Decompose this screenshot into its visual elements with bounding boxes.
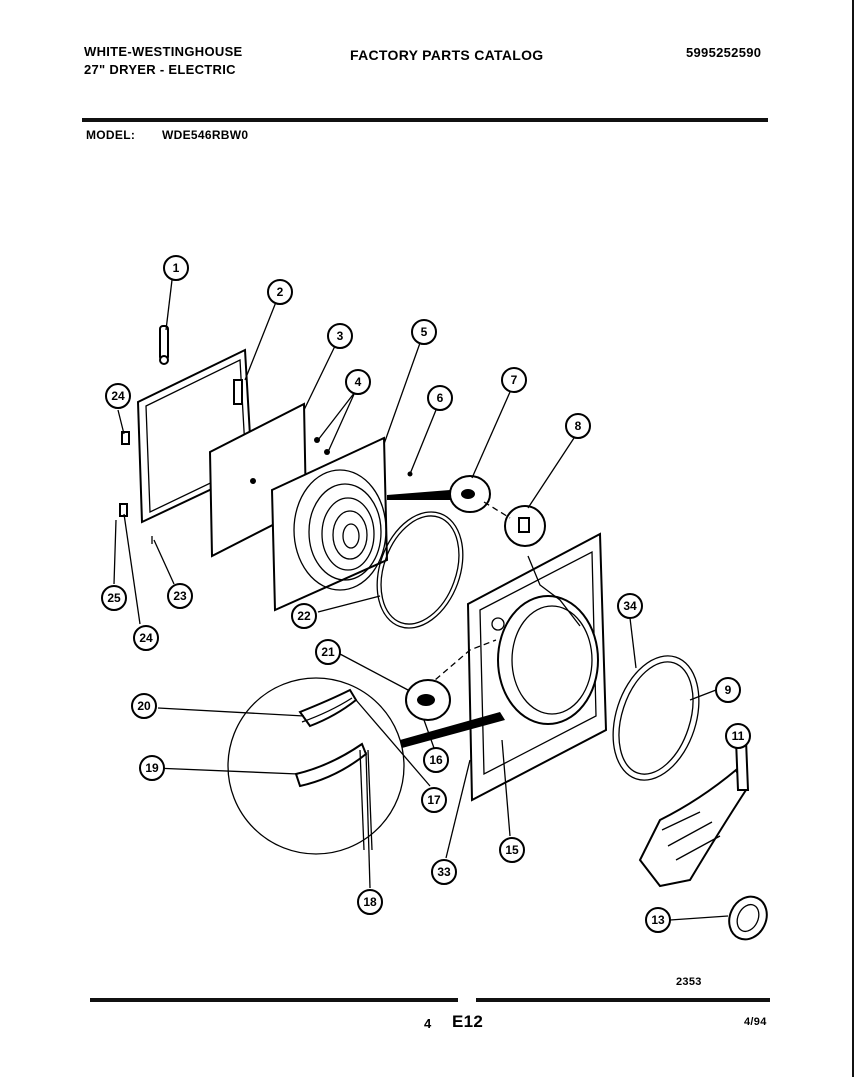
callout-24-top: 24 bbox=[105, 383, 131, 409]
model-label: MODEL: bbox=[86, 128, 136, 142]
callout-13: 13 bbox=[645, 907, 671, 933]
svg-text:19: 19 bbox=[145, 761, 159, 775]
callout-1: 1 bbox=[163, 255, 189, 281]
callout-23: 23 bbox=[167, 583, 193, 609]
svg-text:24: 24 bbox=[111, 389, 125, 403]
revision-date: 4/94 bbox=[744, 1016, 767, 1028]
drawing-number: 2353 bbox=[676, 976, 702, 988]
callout-6: 6 bbox=[427, 385, 453, 411]
callout-3: 3 bbox=[327, 323, 353, 349]
callout-22: 22 bbox=[291, 603, 317, 629]
svg-text:8: 8 bbox=[575, 419, 582, 433]
callout-2: 2 bbox=[267, 279, 293, 305]
svg-text:21: 21 bbox=[321, 645, 335, 659]
svg-text:2: 2 bbox=[277, 285, 284, 299]
page-number: 4 bbox=[424, 1016, 432, 1031]
callout-17: 17 bbox=[421, 787, 447, 813]
svg-text:13: 13 bbox=[651, 913, 665, 927]
footer-rule-left bbox=[90, 998, 458, 1002]
catalog-number: 5995252590 bbox=[686, 45, 762, 60]
svg-text:11: 11 bbox=[732, 729, 745, 743]
callout-33: 33 bbox=[431, 859, 457, 885]
header-rule bbox=[82, 118, 768, 122]
callout-5: 5 bbox=[411, 319, 437, 345]
detail-view bbox=[227, 677, 405, 855]
part-hinge-small-top bbox=[121, 431, 130, 445]
callout-18: 18 bbox=[357, 889, 383, 915]
callout-8: 8 bbox=[565, 413, 591, 439]
svg-text:5: 5 bbox=[421, 325, 428, 339]
svg-text:7: 7 bbox=[511, 373, 518, 387]
svg-text:22: 22 bbox=[297, 609, 311, 623]
callout-20: 20 bbox=[131, 693, 157, 719]
model-value: WDE546RBW0 bbox=[162, 128, 249, 142]
part-door-gasket bbox=[376, 511, 464, 629]
svg-text:1: 1 bbox=[173, 261, 180, 275]
svg-text:20: 20 bbox=[137, 699, 151, 713]
part-hinge-pin bbox=[159, 325, 169, 365]
part-lint-duct bbox=[638, 739, 750, 888]
part-21-switch bbox=[405, 679, 451, 721]
part-door-latch bbox=[504, 505, 546, 547]
product-title: 27" DRYER - ELECTRIC bbox=[84, 62, 236, 77]
svg-text:9: 9 bbox=[725, 683, 732, 697]
part-13-ring bbox=[728, 895, 768, 941]
svg-text:24: 24 bbox=[139, 631, 153, 645]
callout-24-bottom: 24 bbox=[133, 625, 159, 651]
part-front-panel bbox=[466, 532, 608, 802]
svg-text:18: 18 bbox=[363, 895, 377, 909]
brand-title: WHITE-WESTINGHOUSE bbox=[84, 44, 243, 59]
callout-4: 4 bbox=[345, 369, 371, 395]
svg-text:16: 16 bbox=[429, 753, 443, 767]
callout-7: 7 bbox=[501, 367, 527, 393]
callout-21: 21 bbox=[315, 639, 341, 665]
section-code: E12 bbox=[452, 1012, 484, 1031]
callout-16: 16 bbox=[423, 747, 449, 773]
svg-text:3: 3 bbox=[337, 329, 344, 343]
catalog-title: FACTORY PARTS CATALOG bbox=[350, 47, 544, 63]
callout-15: 15 bbox=[499, 837, 525, 863]
svg-text:4: 4 bbox=[355, 375, 362, 389]
svg-text:33: 33 bbox=[437, 865, 451, 879]
sheet-right-border bbox=[852, 0, 854, 1077]
part-hinge-small-bottom bbox=[119, 503, 128, 517]
callout-19: 19 bbox=[139, 755, 165, 781]
callout-11: 11 bbox=[725, 723, 751, 749]
svg-text:6: 6 bbox=[437, 391, 444, 405]
part-screws bbox=[314, 437, 330, 455]
part-door-switch bbox=[387, 475, 491, 513]
part-front-gasket bbox=[612, 655, 700, 781]
svg-text:34: 34 bbox=[623, 599, 637, 613]
callout-34: 34 bbox=[617, 593, 643, 619]
svg-text:23: 23 bbox=[173, 589, 187, 603]
svg-text:15: 15 bbox=[505, 843, 519, 857]
callout-9: 9 bbox=[715, 677, 741, 703]
part-door-liner bbox=[270, 436, 389, 612]
callout-25: 25 bbox=[101, 585, 127, 611]
footer-rule-right bbox=[476, 998, 770, 1002]
svg-text:17: 17 bbox=[427, 793, 441, 807]
svg-text:25: 25 bbox=[107, 591, 121, 605]
callouts: 1 2 3 4 5 6 7 8 24 25 23 24 22 21 20 19 … bbox=[101, 255, 751, 933]
